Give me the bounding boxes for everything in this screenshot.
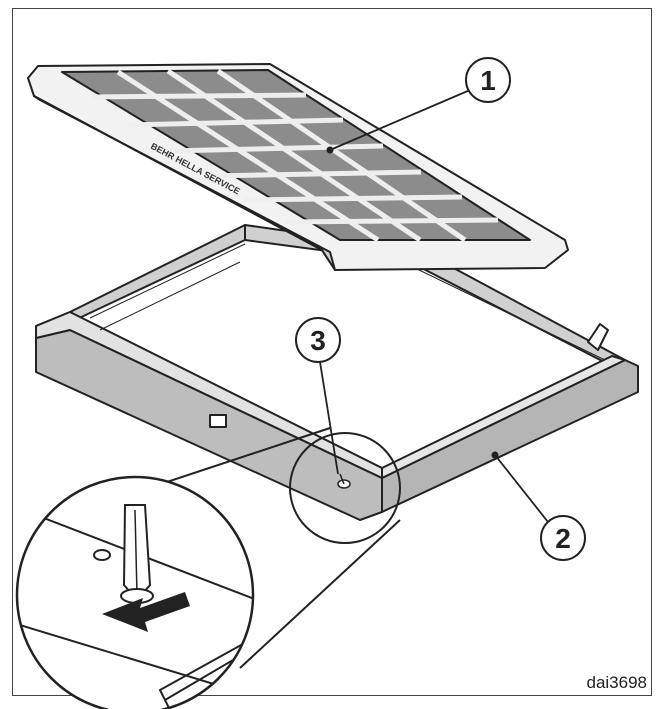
callout-3-label: 3 [310, 325, 326, 356]
callout-1: 1 [326, 57, 511, 154]
detail-circle [15, 427, 401, 709]
screwdriver-icon [120, 504, 154, 604]
callout-1-label: 1 [480, 65, 496, 96]
figure-code: dai3698 [586, 673, 647, 692]
callout-2-label: 2 [555, 523, 571, 554]
callout-2: 2 [491, 451, 586, 561]
callout-3: 3 [295, 317, 341, 475]
arrow-left-icon [102, 592, 190, 632]
filter-frame [35, 224, 639, 521]
